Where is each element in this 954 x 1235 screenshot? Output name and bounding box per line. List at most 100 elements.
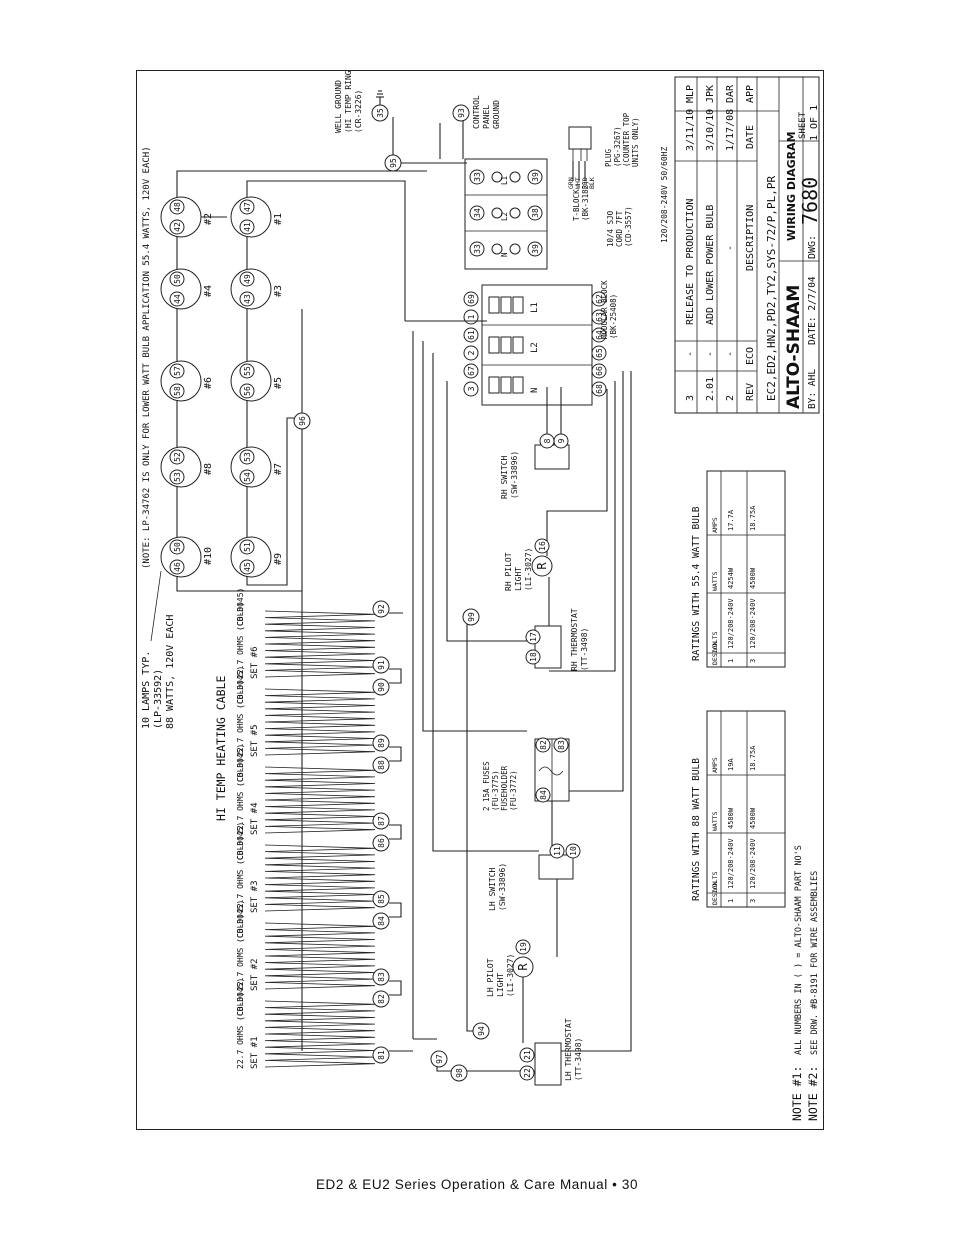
svg-text:LIGHT: LIGHT (496, 973, 505, 997)
modular-bottom-node: 62 (595, 294, 604, 304)
rev-header-date: DATE (745, 125, 756, 149)
heater-ohms: 22.7 OHMS (COLD) (236, 758, 245, 835)
lh-pilot-light: R LH PILOT LIGHT (LI-3027) (486, 954, 534, 997)
component-node: 17 (529, 632, 538, 642)
lamp-node-circle (169, 383, 185, 399)
modular-top-node-circle (463, 291, 479, 307)
component-node-circle (534, 538, 550, 554)
rev-header-desc: DESCRIPTION (745, 205, 756, 271)
rev-2-eco: - (705, 351, 716, 357)
tblock-node: 34 (473, 208, 482, 218)
component-node: 22 (523, 1068, 532, 1078)
svg-text:CORD 7FT: CORD 7FT (615, 210, 624, 247)
heater-part: (CB-3045) (236, 822, 245, 865)
heater-part: (CB-3045) (236, 744, 245, 787)
table-cell: 1 (727, 899, 735, 903)
heater-element (264, 766, 376, 834)
svg-text:MODULAR BLOCK: MODULAR BLOCK (600, 280, 609, 339)
heater-element (264, 688, 376, 756)
modular-terminal (488, 336, 500, 354)
drawing-title: WIRING DIAGRAM (785, 131, 798, 241)
lamp-node: 53 (243, 452, 252, 462)
modular-bottom-node-circle (591, 363, 607, 379)
rev-1-date: 3/11/10 (685, 109, 696, 151)
svg-text:10/4 SJO: 10/4 SJO (606, 210, 615, 247)
svg-text:LH SWITCH: LH SWITCH (488, 867, 497, 911)
brand-logo: ALTO-SHAAM (784, 285, 804, 409)
junction-node-circle (472, 1022, 490, 1040)
heater-node-circle (372, 600, 390, 618)
title-block: 3 - RELEASE TO PRODUCTION 3/11/10 MLP 2.… (674, 76, 822, 414)
heater-set-label: SET #6 (250, 646, 260, 679)
lamp-node-circle (239, 539, 255, 555)
svg-text:PANEL: PANEL (482, 105, 491, 129)
lamp-node-circle (239, 363, 255, 379)
lamp-node-circle (169, 449, 185, 465)
modular-position: L1 (530, 302, 540, 313)
component-node-circle (535, 787, 551, 803)
table-cell: 1 (727, 659, 735, 663)
heater-node-circle (372, 1046, 390, 1064)
svg-text:PLUG: PLUG (604, 148, 613, 167)
lamp-label: #9 (273, 553, 284, 565)
table-header: DESIGN (711, 641, 719, 665)
lamp-node-circle (239, 383, 255, 399)
lamp-node-circle (169, 219, 185, 235)
lamp-node: 47 (243, 202, 252, 212)
heating-cable-title: HI TEMP HEATING CABLE (214, 676, 228, 821)
note-2-label: NOTE #2: (806, 1066, 820, 1121)
lamp-node-circle (169, 539, 185, 555)
modular-bottom-node-circle (591, 309, 607, 325)
lamp-node: 50 (173, 274, 182, 284)
tblock-node-circle (469, 241, 485, 257)
svg-text:WELL GROUND: WELL GROUND (334, 80, 343, 133)
heater-element (264, 610, 376, 678)
tblock-node: 39 (531, 172, 540, 182)
lamp-node-circle (239, 559, 255, 575)
rev-2-desc: ADD LOWER POWER BULB (705, 205, 716, 325)
table-cell: 4500W (749, 807, 757, 829)
dwg-label: DWG: (807, 235, 818, 259)
heater-element (264, 1000, 376, 1068)
table-cell: 19A (727, 758, 735, 771)
rh-pilot-light: R RH PILOT LIGHT (LI-3027) (504, 548, 553, 591)
modular-terminal (500, 296, 512, 314)
lamp-node: 48 (173, 202, 182, 212)
table-cell: 3 (749, 899, 757, 903)
heater-node-circle (372, 890, 390, 908)
dwg-number: 7680 (798, 177, 822, 225)
svg-text:(HI TEMP RING): (HI TEMP RING) (344, 71, 353, 133)
rev-3-desc: - (725, 245, 736, 251)
lamp-node: 52 (173, 452, 182, 462)
rev-1-desc: RELEASE TO PRODUCTION (685, 199, 696, 325)
heater-ohms: 22.7 OHMS (COLD) (236, 680, 245, 757)
lamp-node-circle (169, 469, 185, 485)
lamp-node: 42 (173, 222, 182, 232)
lamp-node-circle (239, 469, 255, 485)
component-node-circle (535, 737, 551, 753)
rev-3-eco: - (725, 351, 736, 357)
diagram-frame: 3 - RELEASE TO PRODUCTION 3/11/10 MLP 2.… (136, 70, 824, 1130)
lamp-label: #8 (203, 463, 214, 475)
svg-text:(TT-3498): (TT-3498) (580, 628, 589, 671)
heater-part: (CB-3045) (236, 978, 245, 1021)
heater-node: 83 (377, 972, 386, 982)
svg-text:RH PILOT: RH PILOT (504, 552, 513, 591)
modular-top-node-circle (463, 327, 479, 343)
tblock-node: 39 (531, 244, 540, 254)
svg-text:2 15A FUSES: 2 15A FUSES (482, 761, 491, 811)
node-93: 93 (457, 108, 466, 118)
lh-pilot-symbol: R (516, 963, 530, 971)
svg-text:(FU-3772): (FU-3772) (509, 770, 518, 811)
modular-top-node-circle (463, 345, 479, 361)
svg-text:(CD-3557): (CD-3557) (624, 206, 633, 247)
